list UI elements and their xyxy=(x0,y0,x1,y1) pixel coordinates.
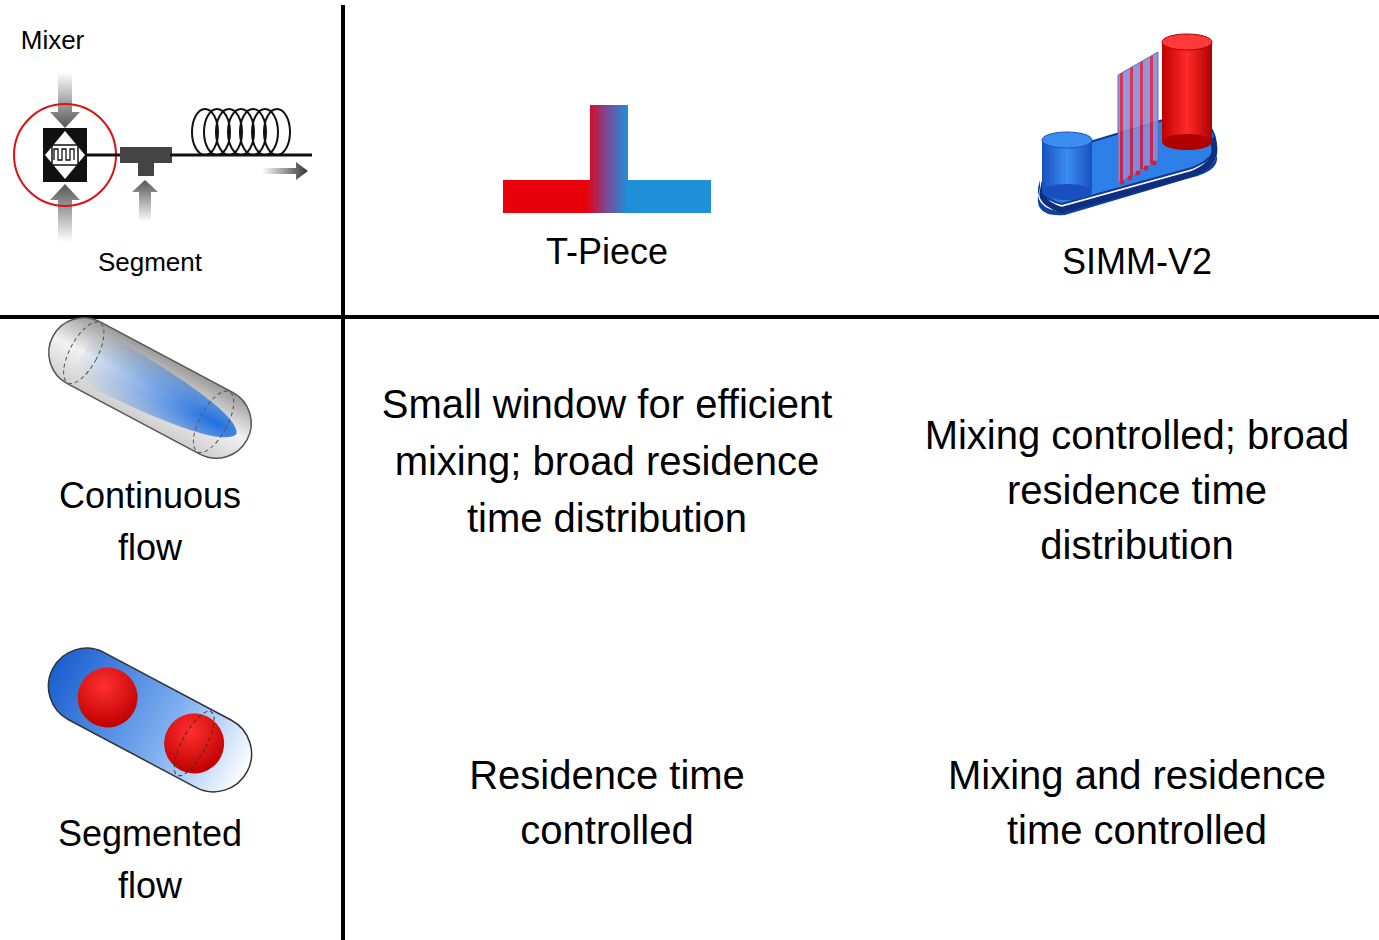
column-header: T-Piece xyxy=(457,230,757,274)
row-header: Continuous flow xyxy=(30,470,270,574)
part-name: Mixer xyxy=(5,24,100,56)
row-header: Segmented flow xyxy=(30,808,270,912)
table-cell: Residence time controlled xyxy=(377,748,837,858)
part-name: Segment xyxy=(55,246,245,278)
table-cell: Mixing and residence time controlled xyxy=(907,748,1367,858)
table-cell: Mixing controlled; broad residence time … xyxy=(912,408,1362,573)
table-cell: Small window for efficient mixing; broad… xyxy=(377,376,837,547)
flow-schematic xyxy=(14,72,312,242)
segmented-flow-tube xyxy=(35,635,265,805)
continuous-flow-tube xyxy=(36,305,263,470)
grid-lines xyxy=(0,5,1379,940)
simm-v2-illustration xyxy=(1038,34,1217,215)
t-piece-illustration xyxy=(503,105,711,213)
column-header: SIMM-V2 xyxy=(987,240,1287,284)
